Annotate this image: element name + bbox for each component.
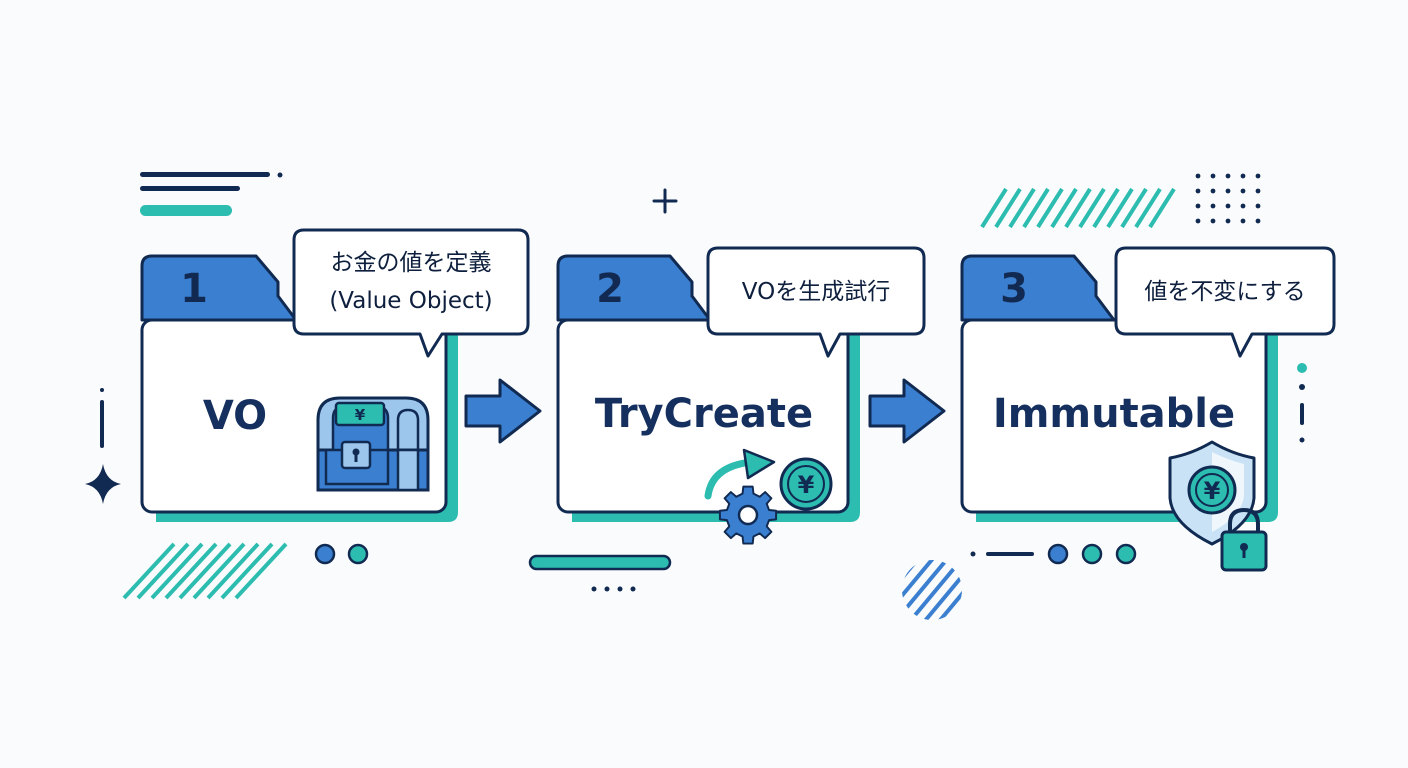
decor-hatched-circle [902, 560, 962, 620]
right-arrow-icon [464, 378, 542, 444]
decor-lines-topleft [140, 172, 283, 216]
bubble-text: VOを生成試行 [741, 279, 891, 305]
decor-bar-step2 [528, 554, 672, 592]
decor-dots-vertical-right [1297, 363, 1307, 443]
right-arrow-icon [868, 378, 946, 444]
speech-bubble-2 [706, 246, 926, 358]
decor-hatch-topright [980, 187, 1176, 229]
folder-tab [556, 254, 712, 322]
speech-bubble-3 [1114, 246, 1336, 358]
plus-sparkle-icon [652, 188, 678, 214]
folder-tab [140, 254, 298, 322]
step-title: VO [202, 393, 268, 439]
step-number: 1 [180, 266, 208, 312]
step-card-2 [556, 254, 860, 522]
svg-text:¥: ¥ [355, 406, 366, 424]
step-number: 3 [1000, 266, 1028, 312]
folder-tab [960, 254, 1116, 322]
treasure-chest-yen-icon: ¥ [316, 396, 430, 492]
step-title: Immutable [992, 391, 1236, 437]
decor-circles-step3 [970, 543, 1137, 565]
svg-text:¥: ¥ [1204, 477, 1221, 505]
shield-lock-yen-icon: ¥ [1168, 440, 1268, 572]
bubble-text: 値を不変にする [1144, 279, 1306, 305]
gear-arrow-yen-coin-icon: ¥ [704, 448, 833, 545]
decor-dot-grid [1195, 173, 1261, 224]
card-body [556, 318, 850, 514]
four-point-star-icon [85, 464, 121, 504]
step-title: TryCreate [594, 391, 814, 437]
bubble-text: お金の値を定義 [330, 250, 492, 276]
decor-vertical-line-left [100, 388, 104, 448]
speech-bubble-1 [292, 228, 530, 358]
step-number: 2 [596, 266, 624, 312]
bubble-text: (Value Object) [329, 288, 493, 314]
decor-circles-step1 [314, 543, 369, 565]
svg-text:¥: ¥ [798, 471, 815, 499]
decor-hatch-bottomleft [122, 542, 288, 600]
